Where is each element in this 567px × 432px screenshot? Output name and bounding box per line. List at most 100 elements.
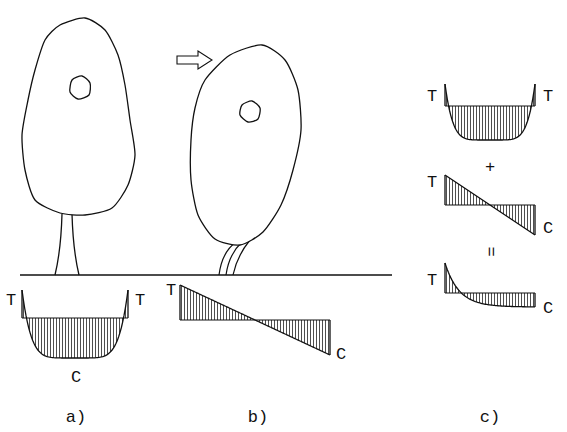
hatch-stroke bbox=[473, 106, 474, 140]
stress-end bbox=[445, 263, 535, 307]
hatch-stroke bbox=[524, 293, 525, 307]
hatch-stroke bbox=[187, 289, 188, 321]
hatch-stroke bbox=[509, 293, 510, 306]
hatch-stroke bbox=[199, 294, 200, 320]
hatch-stroke bbox=[283, 320, 284, 333]
hatch-stroke bbox=[500, 205, 501, 212]
hatch-stroke bbox=[274, 320, 275, 329]
hatch-stroke bbox=[101, 318, 102, 357]
hatch-stroke bbox=[512, 205, 513, 220]
hatch-stroke bbox=[74, 318, 75, 358]
hatch-stroke bbox=[494, 106, 495, 140]
hatch-stroke bbox=[530, 205, 531, 232]
hatch-stroke bbox=[464, 106, 465, 138]
hatch-stroke bbox=[110, 318, 111, 352]
hatch-stroke bbox=[509, 106, 510, 140]
hatch-stroke bbox=[488, 293, 489, 305]
hatch-stroke bbox=[35, 318, 36, 346]
hatch-stroke bbox=[449, 178, 450, 205]
hatch-stroke bbox=[41, 318, 42, 354]
stress-diagram bbox=[445, 84, 535, 140]
hatch-stroke bbox=[527, 293, 528, 307]
hatch-stroke bbox=[497, 293, 498, 306]
compression-label: C bbox=[543, 220, 553, 237]
hatch-stroke bbox=[295, 320, 296, 339]
hatch-stroke bbox=[458, 184, 459, 205]
hatch-stroke bbox=[268, 320, 269, 326]
hatch-stroke bbox=[44, 318, 45, 356]
hatch-stroke bbox=[479, 198, 480, 205]
stress-curve bbox=[22, 290, 128, 358]
hatch-stroke bbox=[196, 293, 197, 320]
hatch-stroke bbox=[325, 320, 326, 353]
hatch-stroke bbox=[98, 318, 99, 357]
stress-diagram bbox=[180, 285, 330, 355]
hatch-stroke bbox=[304, 320, 305, 343]
hatch-stroke bbox=[307, 320, 308, 345]
panel-label: c) bbox=[480, 409, 500, 426]
plus-sign: + bbox=[485, 159, 495, 176]
hatch-stroke bbox=[232, 310, 233, 321]
stress-curve bbox=[445, 84, 535, 140]
hatch-stroke bbox=[473, 194, 474, 205]
hatch-stroke bbox=[104, 318, 105, 356]
hatch-stroke bbox=[476, 196, 477, 205]
compression-label: C bbox=[336, 346, 346, 363]
hatch-stroke bbox=[482, 106, 483, 140]
tension-label: T bbox=[135, 292, 145, 309]
hatch-stroke bbox=[241, 314, 242, 320]
hatch-stroke bbox=[289, 320, 290, 336]
hatch-stroke bbox=[322, 320, 323, 352]
hatch-stroke bbox=[205, 297, 206, 320]
tension-label: T bbox=[166, 282, 176, 299]
hatch-stroke bbox=[518, 205, 519, 224]
stress-baseline bbox=[445, 205, 535, 206]
hatch-stroke bbox=[214, 301, 215, 320]
hatch-stroke bbox=[470, 106, 471, 140]
hatch-stroke bbox=[461, 106, 462, 136]
straight-trunk bbox=[55, 214, 79, 275]
hatch-stroke bbox=[506, 293, 507, 306]
equals-sign: = bbox=[481, 246, 498, 256]
hatch-stroke bbox=[32, 318, 33, 340]
hatch-stroke bbox=[38, 318, 39, 351]
hatch-stroke bbox=[229, 308, 230, 320]
hatch-stroke bbox=[524, 106, 525, 129]
hatch-stroke bbox=[527, 205, 528, 230]
hatch-stroke bbox=[497, 106, 498, 140]
stress-baseline bbox=[445, 293, 535, 294]
hatch-stroke bbox=[83, 318, 84, 358]
hatch-stroke bbox=[455, 106, 456, 129]
tree-crown bbox=[191, 45, 302, 245]
hatch-stroke bbox=[500, 106, 501, 140]
hatch-stroke bbox=[310, 320, 311, 346]
hatch-stroke bbox=[319, 320, 320, 350]
hatch-stroke bbox=[208, 298, 209, 320]
hatch-stroke bbox=[292, 320, 293, 338]
compression-label: C bbox=[543, 300, 553, 317]
hatch-stroke bbox=[238, 312, 239, 320]
hatch-stroke bbox=[467, 106, 468, 139]
hatch-stroke bbox=[491, 106, 492, 140]
stress-baseline bbox=[22, 318, 128, 319]
hatch-stroke bbox=[515, 205, 516, 222]
tension-label: T bbox=[427, 88, 437, 105]
hatch-stroke bbox=[446, 176, 447, 205]
hatch-stroke bbox=[476, 293, 477, 302]
stress-baseline bbox=[445, 106, 535, 107]
hatch-stroke bbox=[479, 293, 480, 303]
hatch-stroke bbox=[461, 186, 462, 205]
stress-diagram bbox=[445, 175, 535, 235]
hatch-stroke bbox=[521, 293, 522, 307]
hatch-stroke bbox=[92, 318, 93, 358]
hatch-stroke bbox=[488, 106, 489, 140]
hatch-stroke bbox=[503, 293, 504, 306]
hatch-stroke bbox=[482, 293, 483, 304]
hatch-stroke bbox=[286, 320, 287, 335]
hatch-stroke bbox=[455, 182, 456, 205]
hatch-stroke bbox=[476, 106, 477, 140]
tension-label: T bbox=[427, 272, 437, 289]
tension-label: T bbox=[427, 174, 437, 191]
hatch-stroke bbox=[452, 180, 453, 205]
hatch-stroke bbox=[107, 318, 108, 354]
